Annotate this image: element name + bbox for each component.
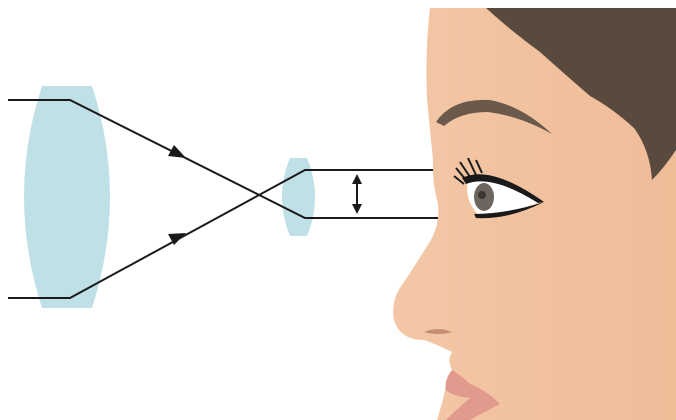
observer-face-icon <box>393 8 676 420</box>
lips <box>445 370 500 420</box>
eyebrow <box>436 99 552 134</box>
upper-eyelid <box>462 174 544 203</box>
lower-eyelid <box>474 202 544 219</box>
beam-width-double-arrow-icon <box>352 174 362 214</box>
lower-incoming-ray <box>8 169 435 299</box>
upper-incoming-ray <box>8 99 438 219</box>
lower-ray-arrow-icon <box>168 233 186 245</box>
upper-ray-arrow-icon <box>168 145 186 158</box>
eyelashes <box>453 157 483 185</box>
hair <box>486 8 676 180</box>
objective-lens-icon <box>24 86 110 308</box>
pupil <box>478 191 486 199</box>
nostril <box>424 329 452 334</box>
